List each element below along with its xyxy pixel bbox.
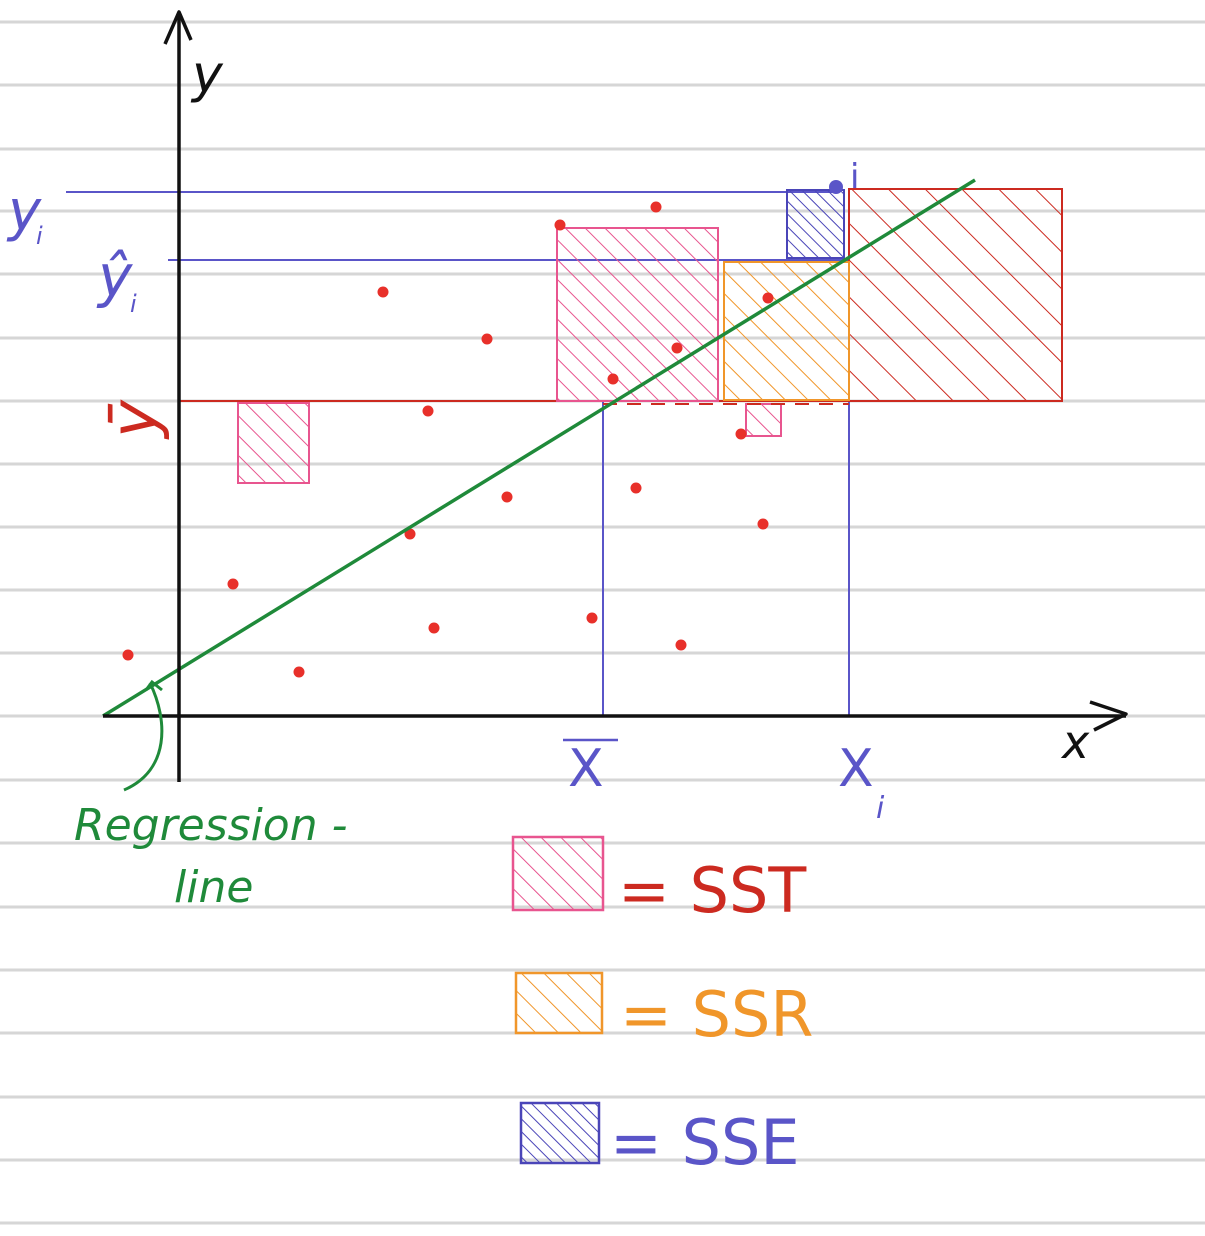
- y-i-subscript: i: [36, 222, 43, 250]
- x-i-label: X: [838, 739, 874, 799]
- scatter-point: [122, 649, 134, 661]
- scatter-point: [630, 482, 642, 494]
- x-axis-label: x: [1060, 715, 1090, 769]
- scatter-point: [671, 342, 683, 354]
- regression-annotation-line2: line: [174, 862, 253, 913]
- scatter-points: [122, 201, 774, 678]
- scatter-point: [762, 292, 774, 304]
- legend-ssr-swatch: [514, 971, 604, 1035]
- scatter-point: [650, 201, 662, 213]
- scatter-point: [735, 428, 747, 440]
- observed-point-i: [829, 180, 843, 194]
- scatter-point: [481, 333, 493, 345]
- legend-sst-label: = SST: [618, 854, 807, 927]
- legend-sst-swatch: [511, 835, 605, 912]
- legend-sse-label: = SSE: [610, 1106, 800, 1179]
- regression-annotation-line1: Regression -: [74, 800, 347, 851]
- annotation-pointer-arrow-icon: [144, 679, 163, 692]
- y-bar-label: ȳ: [98, 399, 172, 440]
- annotation-pointer: [123, 682, 164, 792]
- point-i-label: i: [850, 157, 859, 197]
- scatter-point: [607, 373, 619, 385]
- regression-line: [102, 178, 976, 718]
- legend: = SST = SSR = SSE: [511, 835, 813, 1179]
- scatter-point: [554, 219, 566, 231]
- y-hat-label: ŷ: [96, 242, 133, 310]
- x-bar-label: X: [568, 739, 604, 799]
- y-axis-label: y: [190, 45, 224, 105]
- y-i-label: y: [6, 179, 42, 244]
- scatter-point: [428, 622, 440, 634]
- scatter-point: [757, 518, 769, 530]
- scatter-point: [675, 639, 687, 651]
- sst-large-square: [848, 188, 1063, 402]
- x-axis-arrow-icon: [1089, 700, 1128, 732]
- scatter-point: [293, 666, 305, 678]
- scatter-point: [404, 528, 416, 540]
- scatter-point: [501, 491, 513, 503]
- scatter-point: [377, 286, 389, 298]
- x-i-subscript: i: [876, 791, 885, 826]
- scatter-point: [227, 578, 239, 590]
- legend-sse-swatch: [519, 1101, 601, 1165]
- legend-ssr-label: = SSR: [620, 978, 813, 1051]
- sst-pink-square-small: [745, 403, 782, 437]
- sst-pink-square-left: [237, 402, 310, 484]
- sse-blue-square: [786, 189, 845, 259]
- y-axis-arrow-icon: [163, 10, 193, 45]
- sst-pink-square-center: [556, 227, 719, 402]
- y-hat-subscript: i: [130, 290, 137, 318]
- scatter-point: [422, 405, 434, 417]
- ssr-orange-square: [723, 261, 850, 401]
- scatter-point: [586, 612, 598, 624]
